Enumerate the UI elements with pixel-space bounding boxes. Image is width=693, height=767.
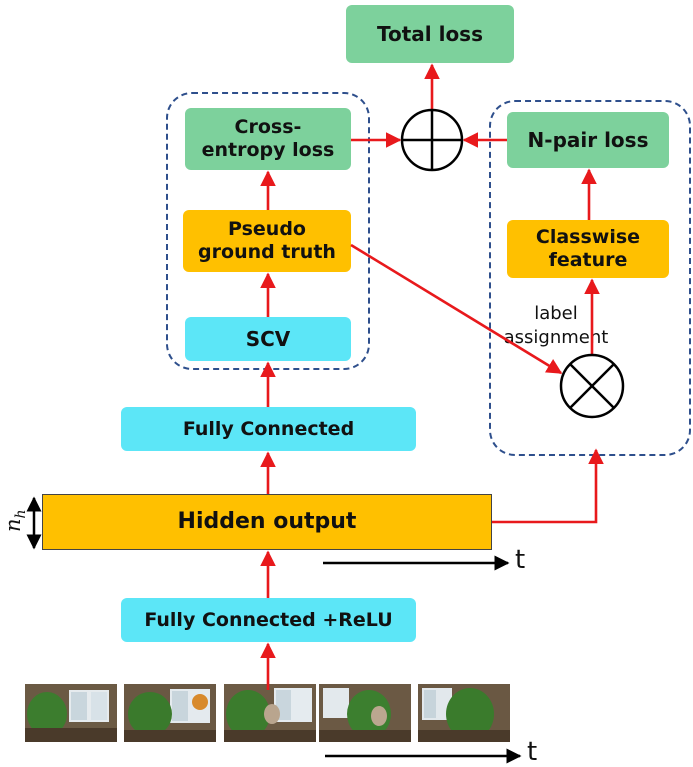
fully-connected-relu-box: Fully Connected +ReLU	[121, 598, 416, 642]
label-assignment-text: label assignment	[503, 303, 609, 349]
video-frame-1	[25, 684, 117, 742]
pseudo-ground-truth-box: Pseudo ground truth	[183, 210, 351, 272]
cross-entropy-loss-box: Cross- entropy loss	[185, 108, 351, 170]
circled-times-icon	[559, 353, 625, 419]
arrow-pseudo-to-product	[350, 243, 563, 375]
video-frame-2	[124, 684, 216, 742]
video-frame-4	[319, 684, 411, 742]
video-frame-3	[224, 684, 316, 742]
scv-box: SCV	[185, 317, 351, 361]
time-axis-label-2: t	[527, 737, 538, 767]
classwise-feature-box: Classwise feature	[507, 220, 669, 278]
fully-connected-box: Fully Connected	[121, 407, 416, 451]
circled-plus-icon	[400, 108, 464, 172]
arrow-hidden-to-product	[492, 448, 604, 524]
hidden-output-box: Hidden output	[42, 494, 492, 550]
time-axis-label-1: t	[515, 545, 526, 575]
npair-loss-box: N-pair loss	[507, 112, 669, 168]
total-loss-box: Total loss	[346, 5, 514, 63]
video-frame-5	[418, 684, 510, 742]
